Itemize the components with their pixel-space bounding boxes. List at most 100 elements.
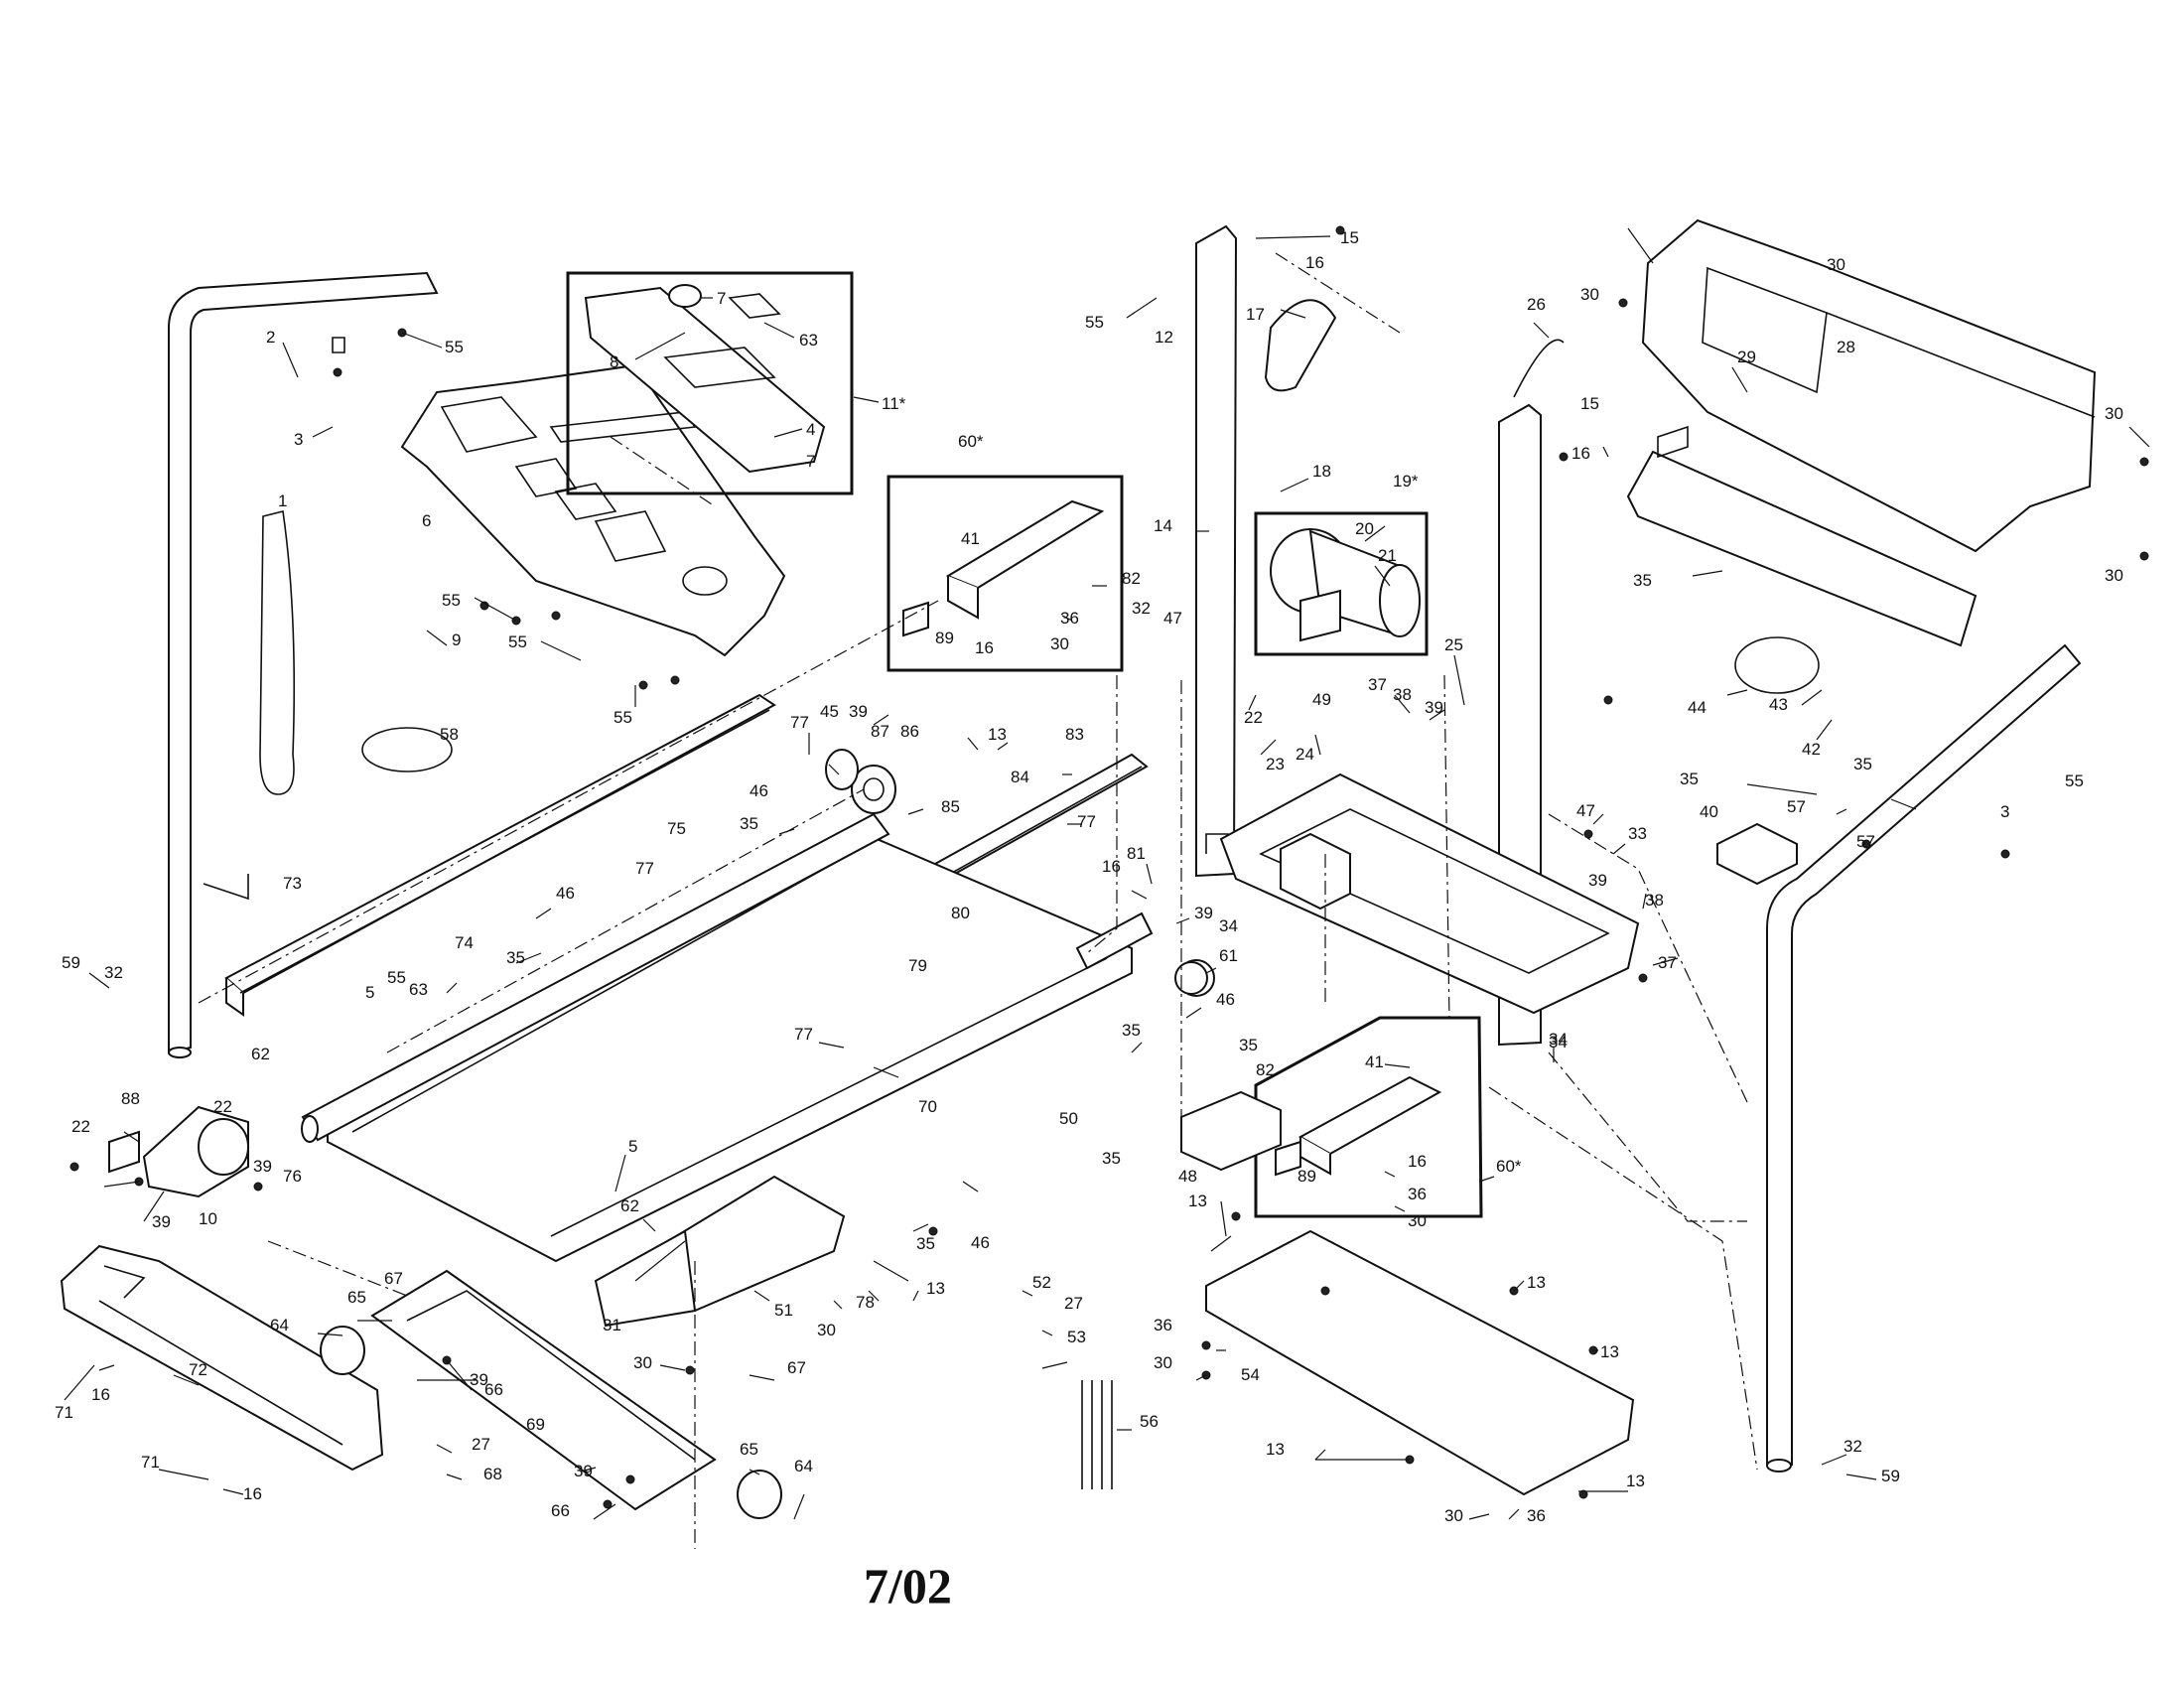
callout-15: 15 (1340, 228, 1359, 247)
callout-39: 39 (1425, 698, 1443, 717)
callout-39: 39 (1194, 904, 1213, 922)
callout-38: 38 (1645, 891, 1664, 910)
callout-53: 53 (1067, 1328, 1086, 1346)
callout-64: 64 (270, 1316, 289, 1334)
callout-47: 47 (1163, 609, 1182, 628)
callout-35: 35 (1239, 1036, 1258, 1054)
callout-51: 51 (774, 1301, 793, 1320)
callout-55: 55 (1085, 313, 1104, 332)
callout-65: 65 (740, 1440, 758, 1459)
callout-85: 85 (941, 797, 960, 816)
callout-62: 62 (251, 1045, 270, 1063)
callout-39: 39 (849, 702, 868, 721)
allen-wrench (203, 874, 249, 901)
callout-11: 11* (882, 394, 906, 413)
callout-30: 30 (1050, 634, 1069, 653)
callout-70: 70 (918, 1097, 937, 1116)
callout-15: 15 (1580, 394, 1599, 413)
front-roller (301, 812, 890, 1143)
callout-36: 36 (1060, 609, 1079, 628)
incline-motor (108, 1105, 249, 1198)
callout-13: 13 (1527, 1273, 1546, 1292)
callout-82: 82 (1122, 569, 1141, 588)
callout-82: 82 (1256, 1060, 1275, 1079)
incline-bracket (1716, 822, 1798, 886)
callout-16: 16 (1305, 253, 1324, 272)
callout-57: 57 (1856, 832, 1875, 851)
elevation-kit-upper (902, 499, 1105, 637)
elevation-kit-outline-upper (887, 475, 1124, 672)
callout-17: 17 (1246, 305, 1265, 324)
callout-13: 13 (988, 725, 1007, 744)
callout-30: 30 (1444, 1506, 1463, 1525)
wheel-left (320, 1326, 365, 1375)
base-pan (1205, 1229, 1635, 1496)
callout-8: 8 (610, 352, 618, 371)
callout-1: 1 (278, 491, 287, 510)
callout-24: 24 (1296, 745, 1314, 764)
callout-56: 56 (1140, 1412, 1159, 1431)
callout-30: 30 (1408, 1211, 1427, 1230)
callout-32: 32 (104, 963, 123, 982)
callout-80: 80 (951, 904, 970, 922)
callout-32: 32 (1132, 599, 1151, 618)
callout-5: 5 (628, 1137, 637, 1156)
ground-strap (259, 510, 296, 795)
callout-74: 74 (455, 933, 474, 952)
callout-35: 35 (1633, 571, 1652, 590)
callout-39: 39 (470, 1370, 488, 1389)
callout-55: 55 (2065, 772, 2084, 790)
callout-27: 27 (1064, 1294, 1083, 1313)
callout-16: 16 (1571, 444, 1590, 463)
callout-63: 63 (799, 331, 818, 350)
callout-71: 71 (141, 1453, 160, 1472)
callout-13: 13 (1266, 1440, 1285, 1459)
callout-73: 73 (283, 874, 302, 893)
hood-bracket (1626, 425, 1978, 647)
callout-16: 16 (1408, 1152, 1427, 1171)
callout-59: 59 (1881, 1467, 1900, 1485)
callout-89: 89 (1297, 1167, 1316, 1186)
callout-7: 7 (717, 289, 726, 308)
motor-tray (594, 1175, 846, 1328)
callout-55: 55 (442, 591, 461, 610)
callout-52: 52 (1032, 1273, 1051, 1292)
callout-5: 5 (365, 983, 374, 1002)
left-side-rail (224, 693, 776, 1017)
callout-39: 39 (1588, 871, 1607, 890)
callout-37: 37 (1658, 953, 1677, 972)
callout-41: 41 (1365, 1052, 1384, 1071)
callout-60: 60* (958, 432, 984, 451)
callout-35: 35 (740, 814, 758, 833)
callout-55: 55 (387, 968, 406, 987)
callout-46: 46 (750, 781, 768, 800)
callout-35: 35 (1680, 770, 1699, 788)
callout-35: 35 (1122, 1021, 1141, 1040)
callout-47: 47 (1576, 801, 1595, 820)
callout-54: 54 (1241, 1365, 1260, 1384)
callout-22: 22 (1244, 708, 1263, 727)
callout-4: 4 (806, 420, 815, 439)
callout-46: 46 (971, 1233, 990, 1252)
idler-pulley (1174, 961, 1208, 995)
callout-39: 39 (574, 1462, 593, 1480)
callout-87: 87 (871, 722, 889, 741)
callout-55: 55 (445, 338, 464, 356)
motor-hood (1641, 218, 2097, 553)
callout-46: 46 (1216, 990, 1235, 1009)
callout-88: 88 (121, 1089, 140, 1108)
callout-64: 64 (794, 1457, 813, 1475)
callout-25: 25 (1444, 635, 1463, 654)
callout-79: 79 (908, 956, 927, 975)
callout-3: 3 (2000, 802, 2009, 821)
callout-49: 49 (1312, 690, 1331, 709)
callout-20: 20 (1355, 519, 1374, 538)
callout-22: 22 (213, 1097, 232, 1116)
drive-motor-outline (1254, 511, 1429, 656)
callout-18: 18 (1312, 462, 1331, 481)
wire-harness (361, 727, 453, 772)
callout-48: 48 (1178, 1167, 1197, 1186)
callout-66: 66 (484, 1380, 503, 1399)
callout-30: 30 (2105, 404, 2123, 423)
callout-59: 59 (62, 953, 80, 972)
